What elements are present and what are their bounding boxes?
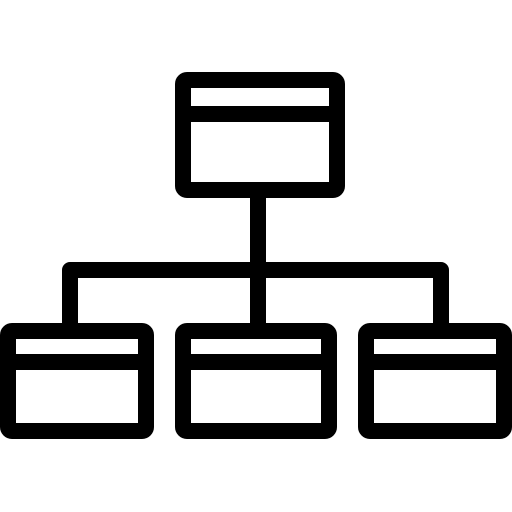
branch-bar (62, 262, 449, 334)
child-window-left-frame (0, 323, 154, 439)
child-window-middle-frame (175, 323, 337, 439)
child-window-middle (175, 323, 337, 439)
child-window-right (358, 323, 512, 439)
root-window (175, 72, 345, 198)
root-window-frame (175, 72, 345, 198)
child-window-left (0, 323, 154, 439)
child-window-right-frame (358, 323, 512, 439)
connector-lines (62, 190, 449, 334)
